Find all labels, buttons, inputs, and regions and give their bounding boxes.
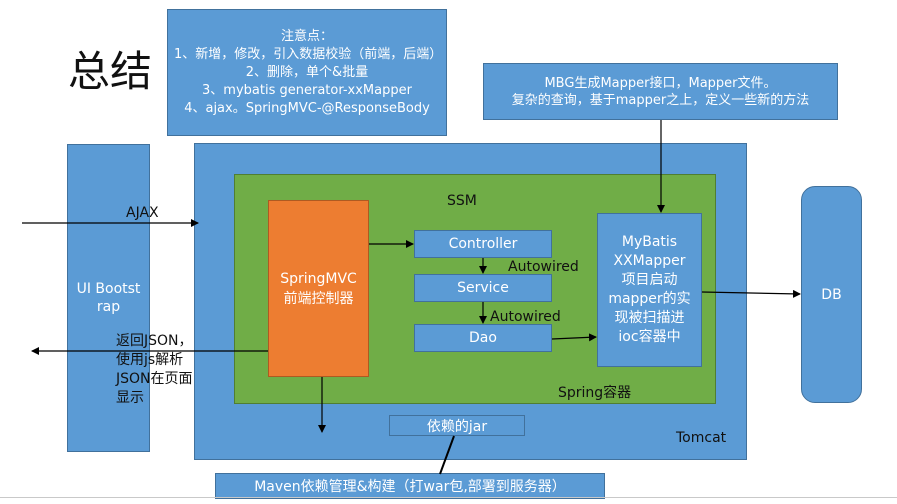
controller-box: Controller: [414, 230, 552, 258]
ajax-label: AJAX: [126, 205, 159, 221]
springmvc-box: SpringMVC 前端控制器: [268, 200, 369, 377]
tomcat-label: Tomcat: [676, 430, 727, 446]
notes-line-4: 4、ajax。SpringMVC-@ResponseBody: [184, 100, 430, 116]
notes-line-2: 2、删除，单个&批量: [245, 64, 369, 80]
ui-bootstrap-box: UI Bootstrap: [67, 144, 150, 452]
mbg-note-line-2: 复杂的查询，基于mapper之上，定义一些新的方法: [511, 92, 810, 108]
service-box: Service: [414, 274, 552, 302]
notes-heading: 注意点：: [280, 28, 333, 44]
dependency-jar-box: 依赖的jar: [389, 415, 525, 436]
page-title: 总结: [68, 47, 153, 96]
dao-to-mybatis-arrow: [551, 333, 597, 342]
mbg-note-line-1: MBG生成Mapper接口，Mapper文件。: [544, 75, 777, 91]
controller-label: Controller: [448, 236, 518, 252]
jar-to-maven-line: [439, 435, 455, 475]
maven-label: Maven依赖管理&构建（打war包,部署到服务器）: [254, 479, 566, 495]
autowired-label-1: Autowired: [508, 259, 579, 275]
notes-line-3: 3、mybatis generator-xxMapper: [202, 82, 412, 98]
db-label: DB: [821, 286, 842, 303]
mybatis-line-3: 项目启动: [621, 272, 678, 288]
springmvc-line-1: SpringMVC: [280, 270, 357, 287]
return-json-text: 返回JSON， 使用js解析 JSON在页面 显示: [116, 332, 193, 408]
mybatis-line-1: MyBatis: [621, 234, 678, 250]
mybatis-mapper-box: MyBatis XXMapper 项目启动 mapper的实 现被扫描进 ioc…: [597, 213, 702, 367]
bottom-divider: [0, 497, 897, 498]
service-label: Service: [457, 280, 509, 296]
mybatis-line-2: XXMapper: [613, 253, 686, 269]
return-line-3: JSON在页面: [116, 371, 193, 387]
notes-line-1: 1、新增，修改，引入数据校验（前端，后端）: [174, 46, 443, 62]
dao-label: Dao: [469, 330, 497, 346]
mybatis-line-6: ioc容器中: [618, 329, 681, 345]
jar-label: 依赖的jar: [426, 418, 488, 435]
ssm-label: SSM: [447, 193, 477, 209]
springmvc-line-2: 前端控制器: [283, 290, 354, 307]
maven-box: Maven依赖管理&构建（打war包,部署到服务器）: [215, 473, 605, 499]
return-line-2: 使用js解析: [116, 352, 184, 368]
spring-container-label: Spring容器: [558, 385, 632, 401]
notes-box: 注意点： 1、新增，修改，引入数据校验（前端，后端） 2、删除，单个&批量 3、…: [167, 9, 447, 136]
dao-box: Dao: [414, 324, 552, 352]
db-cylinder: DB: [801, 186, 862, 403]
autowired-label-2: Autowired: [490, 309, 561, 325]
mybatis-line-5: 现被扫描进: [614, 310, 685, 326]
return-line-4: 显示: [116, 390, 144, 406]
return-line-1: 返回JSON，: [116, 333, 193, 349]
mybatis-to-db-arrow: [701, 289, 801, 298]
ui-bootstrap-label: UI Bootstrap: [76, 281, 141, 315]
mbg-note-box: MBG生成Mapper接口，Mapper文件。 复杂的查询，基于mapper之上…: [483, 63, 838, 120]
mybatis-line-4: mapper的实: [608, 291, 691, 307]
